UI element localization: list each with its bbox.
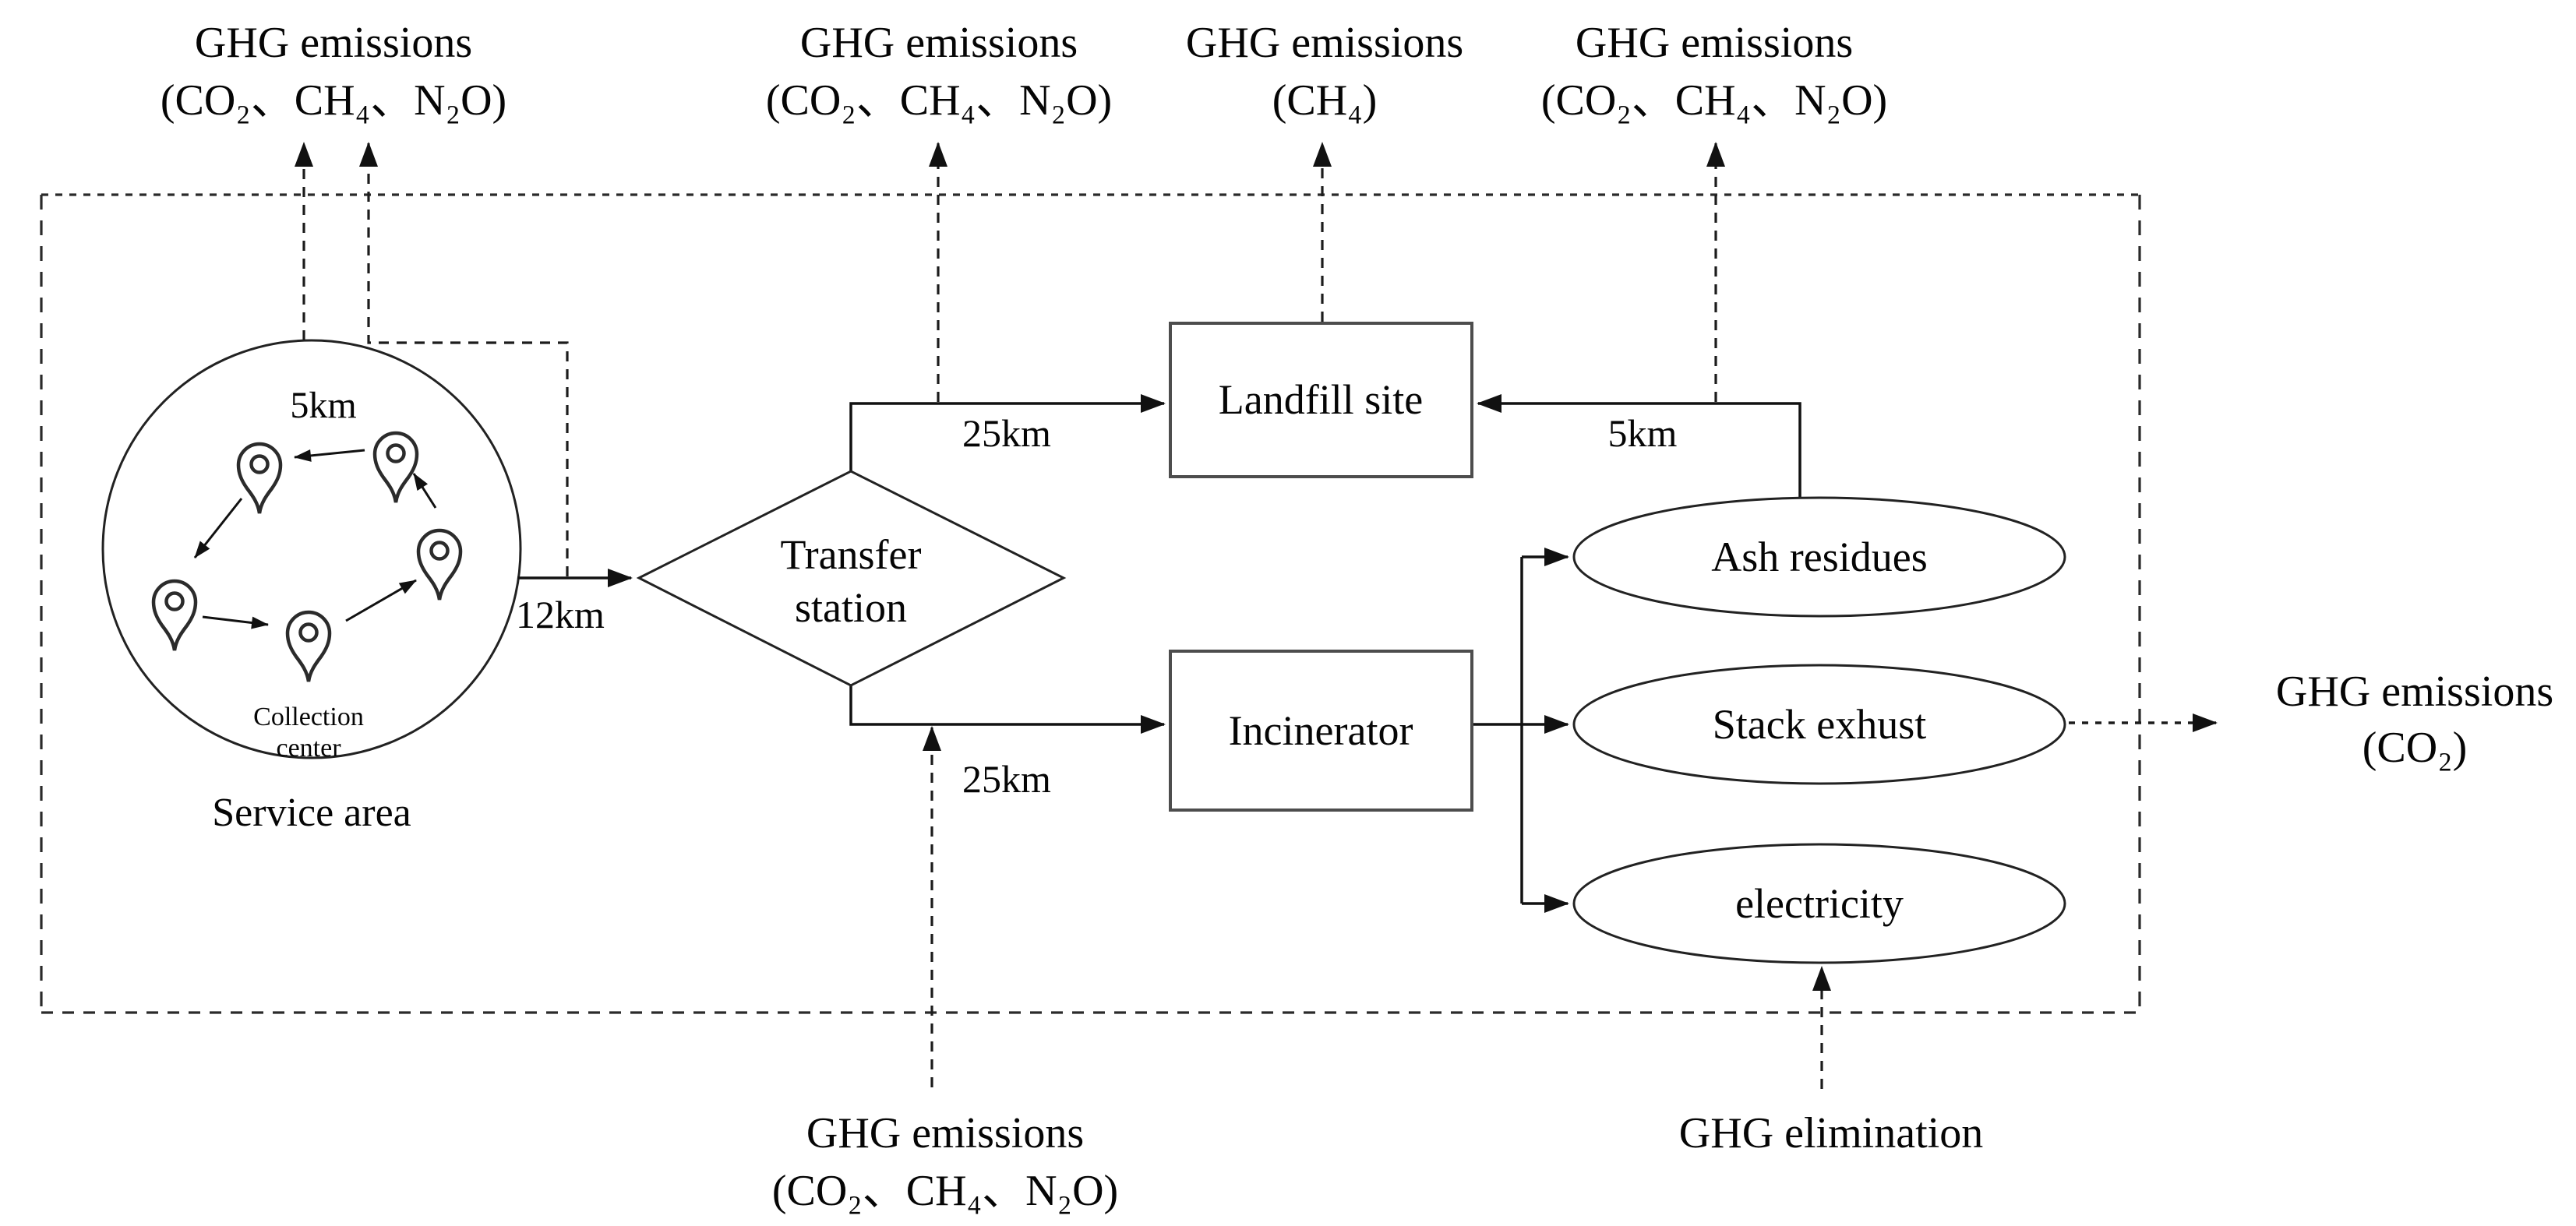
map-pin-icon [285, 610, 332, 682]
distance-transfer-to-incinerator: 25km [962, 757, 1051, 801]
emission-arrow-collection-transport [359, 142, 569, 576]
ghg-label-landfill-line2: (CH₄) [1272, 76, 1378, 125]
ghg-label-ash-line2: (CO₂、CH₄、N₂O) [1540, 76, 1888, 125]
route-ash-to-landfill [1477, 394, 1801, 499]
ghg-label-service-line2: (CO₂、CH₄、N₂O) [160, 76, 507, 125]
ash-residues-label: Ash residues [1711, 534, 1928, 580]
map-pin-icon [416, 528, 463, 601]
ghg-label-bottom-line1: GHG emissions [806, 1109, 1085, 1157]
electricity-label: electricity [1735, 880, 1904, 927]
incinerator-label: Incinerator [1228, 707, 1413, 754]
incinerator-box [1169, 650, 1473, 812]
collection-route-distance: 5km [290, 385, 357, 426]
ghg-label-service-line1: GHG emissions [194, 19, 473, 67]
collection-pins [151, 431, 463, 682]
collection-center-label-line1: Collection [253, 703, 364, 731]
collection-route-arrows [193, 449, 437, 629]
ghg-label-transfer-line2: (CO₂、CH₄、N₂O) [765, 76, 1113, 125]
ghg-elimination-label: GHG elimination [1678, 1109, 1984, 1157]
emission-dashed-arrows [295, 142, 2218, 1089]
map-pin-icon [151, 579, 198, 651]
transfer-station-label-line1: Transfer [780, 531, 922, 578]
transport-routes [517, 394, 1801, 913]
landfill-site-box [1169, 322, 1473, 478]
ash-residues-ellipse [1572, 496, 2066, 618]
distance-ash-to-landfill: 5km [1607, 411, 1678, 455]
landfill-site-label: Landfill site [1218, 376, 1424, 423]
collection-center-label-line2: center [276, 734, 341, 763]
route-transfer-to-incinerator [849, 685, 1166, 734]
system-boundary-dashed-box [40, 193, 2141, 1014]
stack-exhaust-label: Stack exhust [1712, 701, 1927, 748]
distance-service-to-transfer: 12km [516, 593, 605, 636]
ghg-label-landfill-line1: GHG emissions [1185, 19, 1464, 67]
ghg-label-stack-line1: GHG emissions [2275, 668, 2554, 716]
stack-exhaust-ellipse [1572, 664, 2066, 785]
distance-transfer-to-landfill: 25km [962, 411, 1051, 455]
electricity-ellipse [1572, 843, 2066, 964]
ghg-label-transfer-line1: GHG emissions [799, 19, 1078, 67]
ghg-label-stack-line2: (CO₂) [2362, 724, 2468, 772]
ghg-label-bottom-line2: (CO₂、CH₄、N₂O) [771, 1167, 1119, 1215]
transfer-station-diamond [636, 470, 1067, 687]
service-area-label: Service area [212, 791, 411, 835]
transfer-station-label-line2: station [795, 584, 907, 631]
ghg-label-ash-line1: GHG emissions [1575, 19, 1854, 67]
map-pin-icon [372, 431, 419, 503]
map-pin-icon [236, 442, 283, 514]
route-transfer-to-landfill [849, 394, 1166, 471]
